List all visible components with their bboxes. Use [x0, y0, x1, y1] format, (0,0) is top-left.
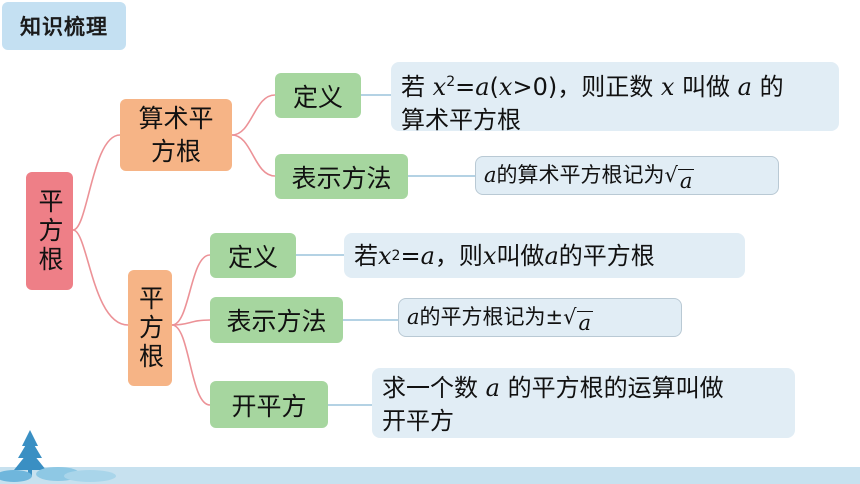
sqrt-symbol: √a — [664, 163, 695, 193]
arith-branch-label: 算术平方根 — [138, 104, 214, 166]
footer-bar — [0, 467, 860, 484]
arith-def-node: 定义 — [275, 73, 361, 118]
square-notation-label: 表示方法 — [226, 307, 327, 336]
square-op-detail: 求一个数 a 的平方根的运算叫做 开平方 — [372, 368, 795, 438]
page-title: 知识梳理 — [2, 2, 126, 50]
sqrt-symbol: √a — [563, 305, 594, 335]
square-op-line1: 求一个数 a 的平方根的运算叫做 — [382, 374, 724, 402]
square-notation-node: 表示方法 — [210, 297, 343, 343]
arith-def-line2: 算术平方根 — [401, 106, 521, 134]
root-node-label: 平方根 — [35, 187, 64, 275]
square-def-node: 定义 — [210, 233, 296, 278]
square-branch-label: 平方根 — [135, 284, 165, 372]
square-op-line2: 开平方 — [382, 407, 454, 435]
arith-def-line1: 若 x2=a(x>0)，则正数 x 叫做 a 的 — [401, 73, 784, 101]
square-op-label: 开平方 — [231, 391, 307, 421]
root-node: 平方根 — [26, 172, 73, 290]
arith-notation-label: 表示方法 — [291, 163, 392, 193]
tree-icon — [0, 430, 116, 482]
square-op-node: 开平方 — [210, 381, 328, 428]
arith-notation-detail: a 的算术平方根记为 √a — [475, 156, 779, 195]
arith-def-label: 定义 — [292, 82, 343, 112]
arith-def-detail: 若 x2=a(x>0)，则正数 x 叫做 a 的 算术平方根 — [391, 62, 839, 134]
arith-notation-node: 表示方法 — [275, 154, 408, 199]
arith-branch-node: 算术平方根 — [120, 99, 232, 171]
square-def-label: 定义 — [227, 242, 278, 272]
square-branch-node: 平方根 — [128, 270, 172, 386]
square-notation-detail: a 的平方根记为± √a — [398, 298, 682, 337]
